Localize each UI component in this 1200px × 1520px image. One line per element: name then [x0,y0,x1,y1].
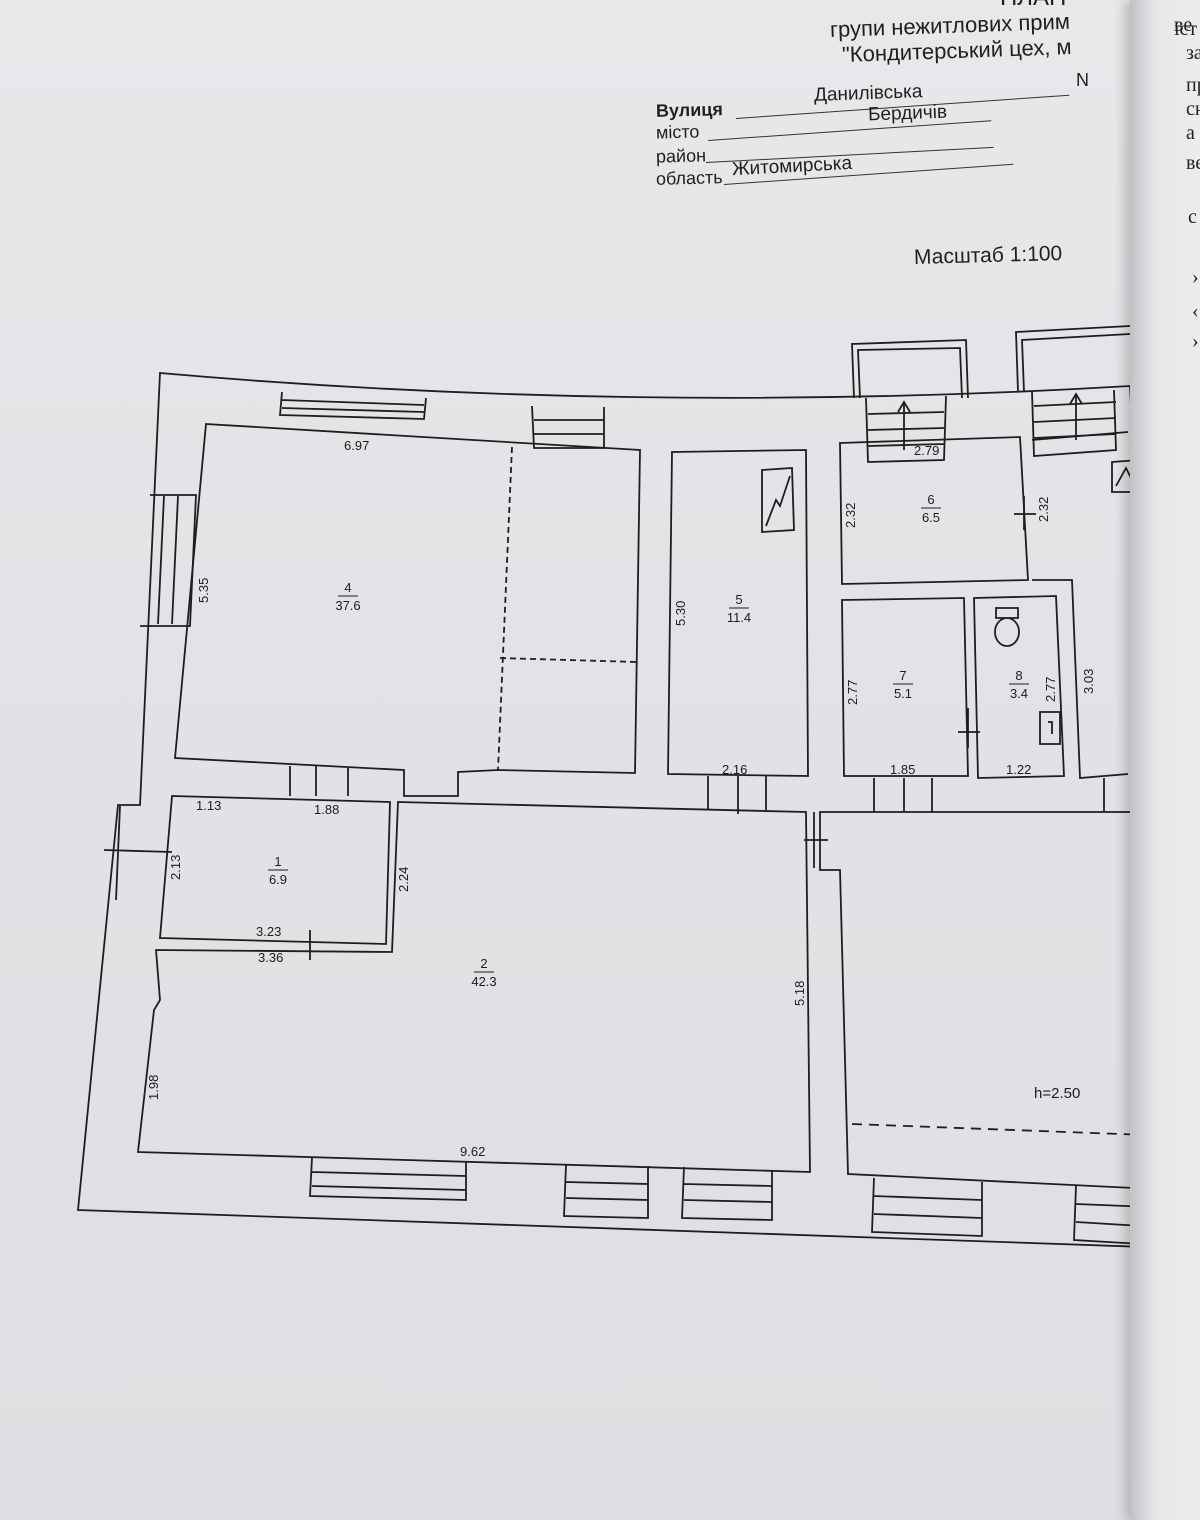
dim-r6-right: 2.32 [1036,497,1051,522]
room-8-outline [973,595,1065,779]
room-area-1: 6.9 [269,872,287,887]
toilet-symbol [994,607,1020,647]
door-r7-r8 [958,708,980,748]
dim-r1-right: 2.24 [396,867,411,892]
room-area-4: 37.6 [335,598,360,613]
window-left [140,494,197,627]
sink-symbol [1039,711,1061,745]
right-room-outline [819,811,1175,1191]
window-bottom-1 [309,1157,467,1201]
room-6-outline [839,436,1029,585]
dim-r5-height: 5.30 [673,601,688,626]
dim-r6-width: 2.79 [914,443,939,458]
side-page-text: с [1188,206,1197,228]
dim-r5-width: 2.16 [722,762,747,777]
side-page-text: а [1186,122,1195,144]
north-label: N [1076,70,1089,90]
room-number-5: 5 [735,592,742,607]
porch-2 [1015,325,1131,393]
door-r7-bottom [873,778,933,812]
side-page-text: пр [1186,74,1200,96]
dim-r1-height: 2.13 [168,855,183,880]
room-1-outline [159,795,391,945]
dim-corridor-height: 3.03 [1081,669,1096,694]
window-bottom-2 [563,1164,649,1219]
porch-1 [851,339,969,399]
right-room-dash [851,1123,1175,1137]
room-area-8: 3.4 [1010,686,1028,701]
side-page-text: ве [1186,152,1200,174]
side-page-text: сн [1186,98,1200,120]
room-5-outline [667,449,809,777]
side-page-text: за [1186,42,1200,64]
room-number-2: 2 [480,956,487,971]
adjacent-page-edge: веістзапрснавес›‹› [1130,0,1200,1520]
room-area-5: 11.4 [727,610,751,625]
side-page-text: › [1192,330,1199,352]
dim-r4-height: 5.35 [196,578,211,603]
side-page-text: › [1192,266,1199,288]
dim-r2-right: 5.18 [792,981,807,1006]
room-number-8: 8 [1015,668,1022,683]
window-top-2 [531,405,605,449]
window-bottom-4 [871,1177,983,1237]
ceiling-height: h=2.50 [1034,1085,1080,1102]
porch-2-arrow [1069,392,1083,440]
dim-r1-top-left: 1.13 [196,798,221,813]
room-4-partition [497,446,637,771]
door-r6-side [1014,496,1036,530]
dim-r4-width: 6.97 [344,438,369,453]
dim-r7-height: 2.77 [845,680,860,705]
room-number-6: 6 [927,492,934,507]
room-2-outline [136,801,811,1173]
side-page-text: ве [1174,14,1193,36]
door-left [103,805,173,901]
room-number-1: 1 [274,854,281,869]
porch-2-stairs [1031,389,1117,457]
window-top-1 [279,391,427,420]
side-page-text: іст [1174,18,1198,40]
dim-r8-width: 1.22 [1006,762,1031,777]
plan-title: ПЛАН [1000,0,1066,12]
door-r5-bottom [707,776,767,814]
room-number-7: 7 [899,668,906,683]
dim-r2-left: 1.98 [146,1075,161,1100]
porch-1-stairs [865,395,947,463]
room-7-outline [841,597,969,777]
room-number-4: 4 [344,580,351,595]
corridor-outline [1031,431,1129,779]
side-page-text: ‹ [1192,300,1199,322]
dim-r2-bottom: 9.62 [460,1144,485,1159]
dim-r8-height: 2.77 [1043,677,1058,702]
door-r4-bottom [289,766,349,796]
room-area-6: 6.5 [922,510,940,525]
room-area-7: 5.1 [894,686,912,701]
dim-r1-bottom: 3.23 [256,924,281,939]
dim-r1-top-right: 1.88 [314,802,339,817]
dim-r2-top: 3.36 [258,950,283,965]
window-bottom-3 [681,1166,773,1221]
porch-1-arrow [897,400,911,450]
dim-r7-width: 1.85 [890,762,915,777]
dim-r6-left: 2.32 [843,503,858,528]
room-4-outline [174,423,641,797]
door-r2-right [804,812,828,868]
stove-symbol [761,467,795,533]
room-area-2: 42.3 [471,974,496,989]
outer-wall [77,372,1176,1249]
